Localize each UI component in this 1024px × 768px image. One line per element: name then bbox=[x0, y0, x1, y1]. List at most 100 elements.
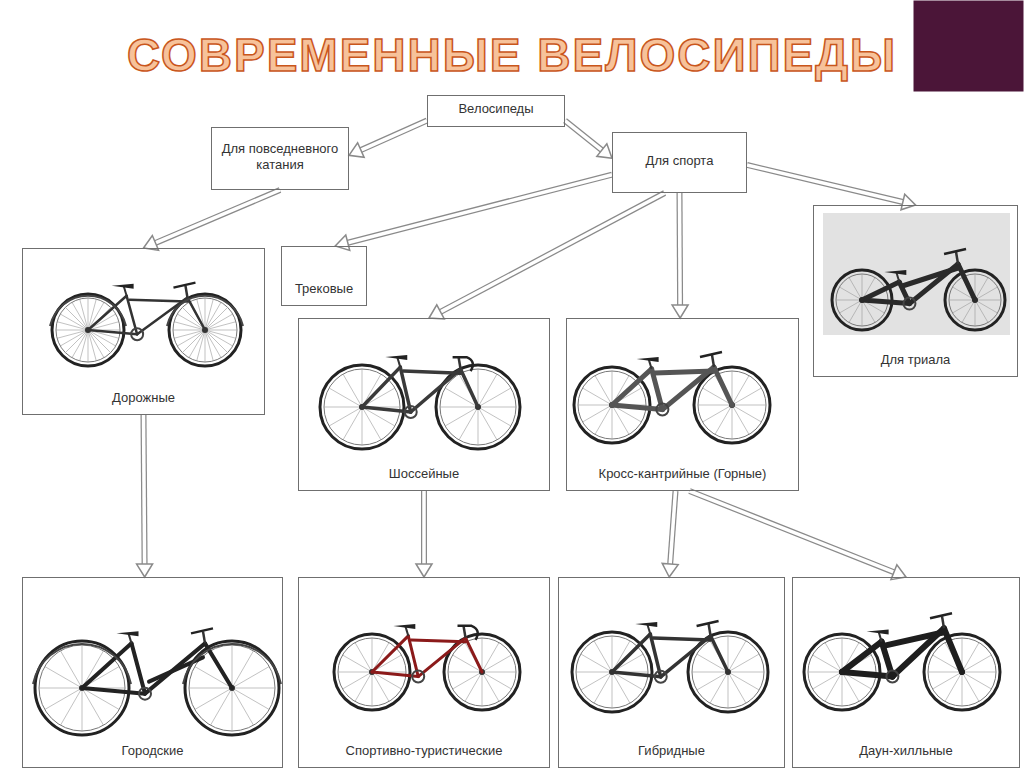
stem bbox=[709, 624, 711, 636]
spoke bbox=[173, 330, 205, 331]
stem bbox=[956, 252, 958, 264]
node-label: Гибридные bbox=[638, 743, 705, 759]
spoke bbox=[975, 300, 1001, 301]
spoke bbox=[945, 672, 962, 701]
arrow-outline bbox=[677, 193, 684, 305]
node-label: Велосипеды bbox=[458, 101, 533, 117]
spoke bbox=[372, 672, 373, 706]
spoke bbox=[197, 330, 205, 361]
frame-tube bbox=[958, 264, 975, 300]
stem bbox=[942, 616, 944, 628]
spoke bbox=[478, 407, 516, 408]
arrow-head bbox=[416, 564, 432, 577]
spoke bbox=[82, 688, 83, 731]
frame-tube bbox=[612, 369, 652, 405]
rim bbox=[692, 636, 764, 708]
spoke bbox=[355, 672, 372, 701]
spoke bbox=[232, 667, 269, 689]
fender bbox=[183, 644, 281, 684]
spoke bbox=[232, 688, 233, 731]
bicycle-box: Городские bbox=[22, 577, 283, 768]
category-box: Трековые bbox=[281, 246, 367, 306]
spoke bbox=[612, 371, 613, 405]
bicycle-picture bbox=[832, 249, 1005, 330]
arrow-outline bbox=[565, 121, 602, 151]
corner-block bbox=[913, 0, 1024, 92]
diagram-title: СОВРЕМЕННЫЕ ВЕЛОСИПЕДЫ bbox=[0, 28, 1024, 82]
fender bbox=[33, 644, 131, 684]
arrow-core bbox=[422, 491, 426, 564]
spoke bbox=[732, 376, 749, 405]
spoke bbox=[962, 672, 991, 689]
frame-tube bbox=[885, 632, 944, 645]
arrow-outline bbox=[361, 121, 427, 150]
arrow-head bbox=[349, 143, 364, 158]
spoke bbox=[813, 655, 842, 672]
spoke bbox=[445, 407, 478, 426]
spoke bbox=[88, 330, 104, 358]
spoke bbox=[205, 330, 236, 338]
spoke bbox=[205, 299, 213, 330]
spoke bbox=[72, 302, 88, 330]
arrow-head bbox=[137, 564, 153, 577]
hollow-arrow bbox=[429, 193, 665, 319]
spoke bbox=[324, 407, 362, 408]
arrow-outline bbox=[144, 415, 145, 564]
fender bbox=[50, 296, 126, 326]
arrow-head bbox=[335, 235, 350, 250]
spoke bbox=[728, 654, 759, 672]
spoke bbox=[88, 330, 89, 362]
spoke bbox=[578, 405, 612, 406]
spoke bbox=[338, 672, 372, 673]
spoke bbox=[232, 688, 254, 725]
handlebar bbox=[697, 621, 719, 626]
spoke bbox=[842, 672, 859, 701]
saddle bbox=[112, 284, 134, 289]
spoke bbox=[732, 405, 766, 406]
spoke bbox=[698, 405, 732, 406]
spoke bbox=[728, 672, 759, 690]
spoke bbox=[205, 314, 233, 330]
spoke bbox=[697, 672, 728, 690]
spoke bbox=[975, 300, 988, 323]
spoke bbox=[88, 298, 89, 330]
saddle bbox=[117, 631, 139, 636]
bicycle-picture bbox=[572, 621, 768, 712]
spoke bbox=[440, 407, 478, 408]
arrow-core bbox=[361, 121, 427, 150]
chainring bbox=[886, 671, 898, 683]
spoke bbox=[478, 407, 511, 426]
stem bbox=[203, 631, 205, 643]
bicycle-box: Дорожные bbox=[22, 248, 265, 415]
wheel bbox=[694, 367, 770, 443]
bicycle-picture bbox=[574, 352, 770, 443]
arrow-outline bbox=[155, 190, 280, 243]
spoke bbox=[975, 287, 998, 300]
spoke bbox=[836, 300, 862, 301]
spoke bbox=[595, 376, 612, 405]
hollow-arrow bbox=[747, 165, 916, 210]
spoke bbox=[478, 407, 479, 445]
spoke bbox=[362, 369, 363, 407]
node-label: Кросс-кантрийные (Горные) bbox=[599, 466, 767, 482]
spoke bbox=[703, 405, 732, 422]
hollow-arrow bbox=[335, 175, 612, 251]
frame-tube bbox=[862, 282, 899, 300]
spoke bbox=[732, 388, 761, 405]
handlebar bbox=[453, 357, 473, 371]
arrow-head bbox=[672, 305, 688, 318]
fender bbox=[167, 296, 243, 326]
arrow-head bbox=[901, 194, 915, 210]
stem bbox=[464, 626, 466, 638]
category-box: Велосипеды bbox=[427, 95, 565, 127]
arrow-outline bbox=[670, 491, 675, 564]
frame-tube bbox=[714, 367, 732, 405]
hollow-arrow bbox=[144, 190, 281, 250]
spoke bbox=[839, 300, 862, 313]
spoke bbox=[232, 688, 275, 689]
arrow-outline bbox=[421, 491, 427, 564]
bicycle-picture bbox=[50, 283, 243, 366]
arrow-core bbox=[747, 165, 903, 202]
spoke bbox=[710, 672, 728, 703]
